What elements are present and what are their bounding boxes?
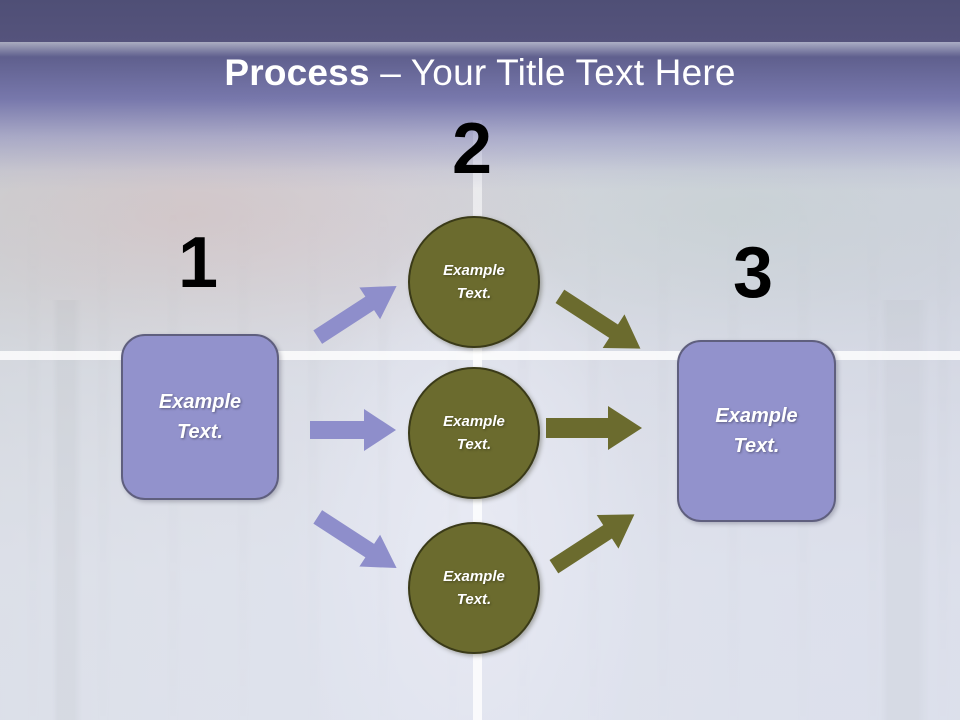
step-2-circle-middle-label-line1: Example (443, 413, 505, 430)
step-2-circle-top[interactable]: Example Text. (408, 216, 540, 348)
arrow-circle-middle-to-step3-icon (546, 403, 644, 453)
step-3-label-line2: Text. (733, 435, 780, 457)
step-2-circle-middle[interactable]: Example Text. (408, 367, 540, 499)
step-1-node[interactable]: Example Text. (121, 334, 279, 500)
arrow-step1-to-circle-bottom-icon (310, 508, 406, 578)
step-2-circle-top-label-line2: Text. (456, 285, 492, 302)
step-2-circle-middle-label-line2: Text. (456, 436, 492, 453)
arrow-circle-top-to-step3-icon (552, 288, 650, 358)
step-numeral-3: 3 (732, 233, 774, 313)
page-title: Process – Your Title Text Here (0, 50, 960, 95)
step-numeral-2: 2 (451, 109, 493, 189)
step-3-label-line1: Example (715, 405, 798, 427)
step-2-circle-bottom-label-line1: Example (443, 568, 505, 585)
step-2-circle-top-label-line1: Example (443, 262, 505, 279)
step-1-label-line1: Example (158, 391, 242, 413)
title-gradient-band (0, 0, 960, 190)
arrow-step1-to-circle-middle-icon (310, 405, 398, 455)
step-1-label-line2: Text. (177, 421, 223, 443)
arrow-circle-bottom-to-step3-icon (546, 505, 644, 575)
page-title-rest: – Your Title Text Here (369, 52, 736, 93)
page-title-strong: Process (224, 52, 370, 93)
arrow-step1-to-circle-top-icon (310, 276, 406, 346)
step-numeral-1: 1 (177, 223, 219, 303)
step-2-circle-bottom-label-line2: Text. (456, 591, 492, 608)
step-3-node[interactable]: Example Text. (677, 340, 836, 522)
step-2-circle-bottom[interactable]: Example Text. (408, 522, 540, 654)
